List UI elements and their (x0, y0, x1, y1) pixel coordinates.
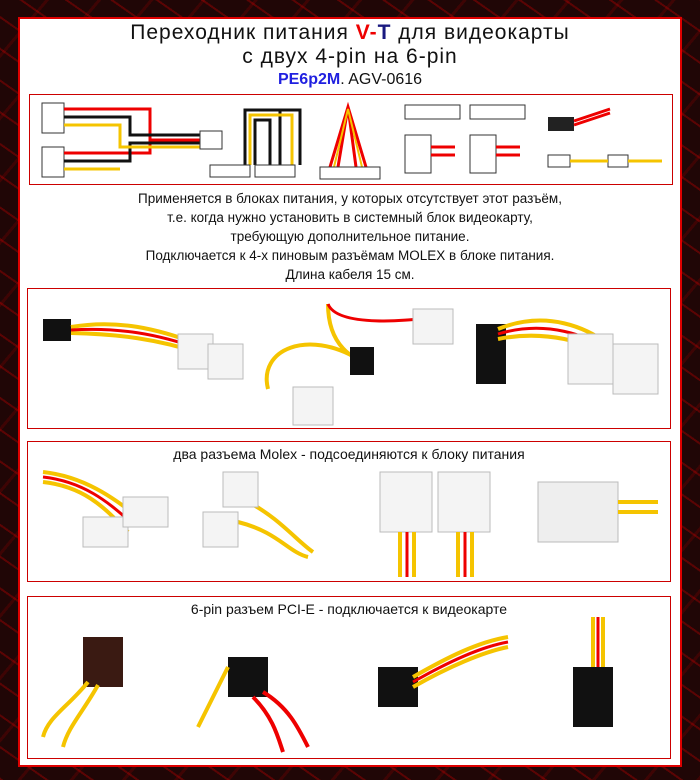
description-line: Длина кабеля 15 см. (285, 267, 415, 282)
model-line: PE6p2M. AGV-0616 (20, 71, 680, 89)
pcie-photos (41, 617, 613, 753)
description-line: т.е. когда нужно установить в системный … (167, 210, 533, 225)
pcie-section: 6-pin разъем PCI-E - подключается к виде… (27, 596, 671, 759)
description-line: требующую дополнительное питание. (230, 229, 470, 244)
product-photos (27, 288, 671, 429)
brand-v: V (355, 21, 370, 44)
wiring-diagram (29, 94, 673, 185)
molex-section: два разъема Molex - подсоединяются к бло… (27, 441, 671, 582)
molex-photos (42, 470, 658, 577)
cable-photos (43, 303, 659, 426)
model-name: PE6p2M (277, 71, 341, 88)
description-line: Применяется в блоках питания, у которых … (138, 191, 562, 206)
wiring-schematic (41, 101, 662, 180)
description-line: Подключается к 4-х пиновым разъёмам MOLE… (145, 248, 555, 263)
product-panel: Переходник питания V-T для видеокарты с … (18, 17, 682, 767)
page-title: Переходник питания V-T для видеокарты с … (20, 21, 680, 69)
title-text: Переходник питания (130, 21, 356, 44)
separator: . (340, 71, 349, 88)
molex-caption: два разъема Molex - подсоединяются к бло… (173, 446, 525, 462)
title-text: для видеокарты (391, 21, 570, 44)
model-code: AGV-0616 (348, 71, 423, 88)
pcie-caption: 6-pin разъем PCI-E - подключается к виде… (190, 601, 508, 617)
description: Применяется в блоках питания, у которых … (20, 189, 680, 284)
brand-dash: - (369, 21, 378, 44)
brand-t: T (377, 21, 392, 44)
title-line2: с двух 4-pin на 6-pin (242, 45, 458, 68)
